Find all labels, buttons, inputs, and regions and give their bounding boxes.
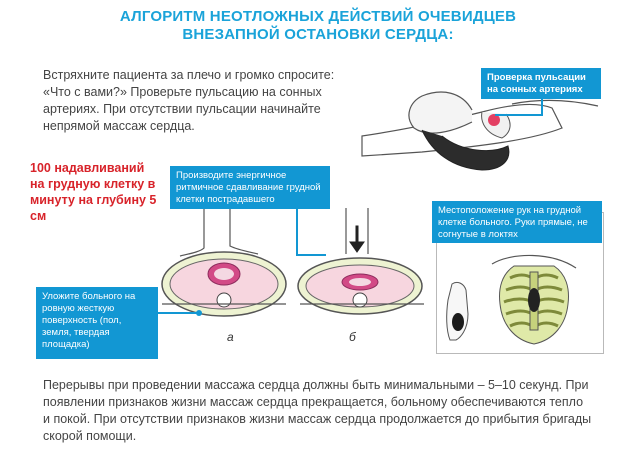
pulse-check-callout: Проверка пульсации на сонных артериях xyxy=(481,68,601,99)
hands-position-callout: Местоположение рук на грудной клетке бол… xyxy=(432,201,602,243)
surface-connector-line xyxy=(158,312,200,314)
title-line-2: ВНЕЗАПНОЙ ОСТАНОВКИ СЕРДЦА: xyxy=(182,26,454,43)
surface-callout: Уложите больного на ровную жесткую повер… xyxy=(36,287,158,359)
pulse-connector-line xyxy=(541,99,543,115)
label-b: б xyxy=(349,330,356,344)
compress-connector-line xyxy=(296,209,298,255)
bottom-text: Перерывы при проведении массажа сердца д… xyxy=(43,378,592,443)
surface-connector-dot xyxy=(196,310,202,316)
chest-section-a xyxy=(161,196,287,317)
compress-connector-line-h xyxy=(296,254,326,256)
pulse-connector-line-h xyxy=(495,114,543,116)
intro-text: Встряхните пациента за плечо и громко сп… xyxy=(43,68,335,133)
chest-section-b xyxy=(297,208,424,315)
title-line-1: АЛГОРИТМ НЕОТЛОЖНЫХ ДЕЙСТВИЙ ОЧЕВИДЦЕВ xyxy=(119,8,517,25)
head-pulse-illustration xyxy=(361,91,599,171)
label-a: а xyxy=(227,330,234,344)
compressions-rate-text: 100 надавливаний на грудную клетку в мин… xyxy=(30,161,157,223)
compress-callout: Производите энергичное ритмичное сдавлив… xyxy=(170,166,330,209)
ribcage-hand-illustration xyxy=(446,254,577,345)
